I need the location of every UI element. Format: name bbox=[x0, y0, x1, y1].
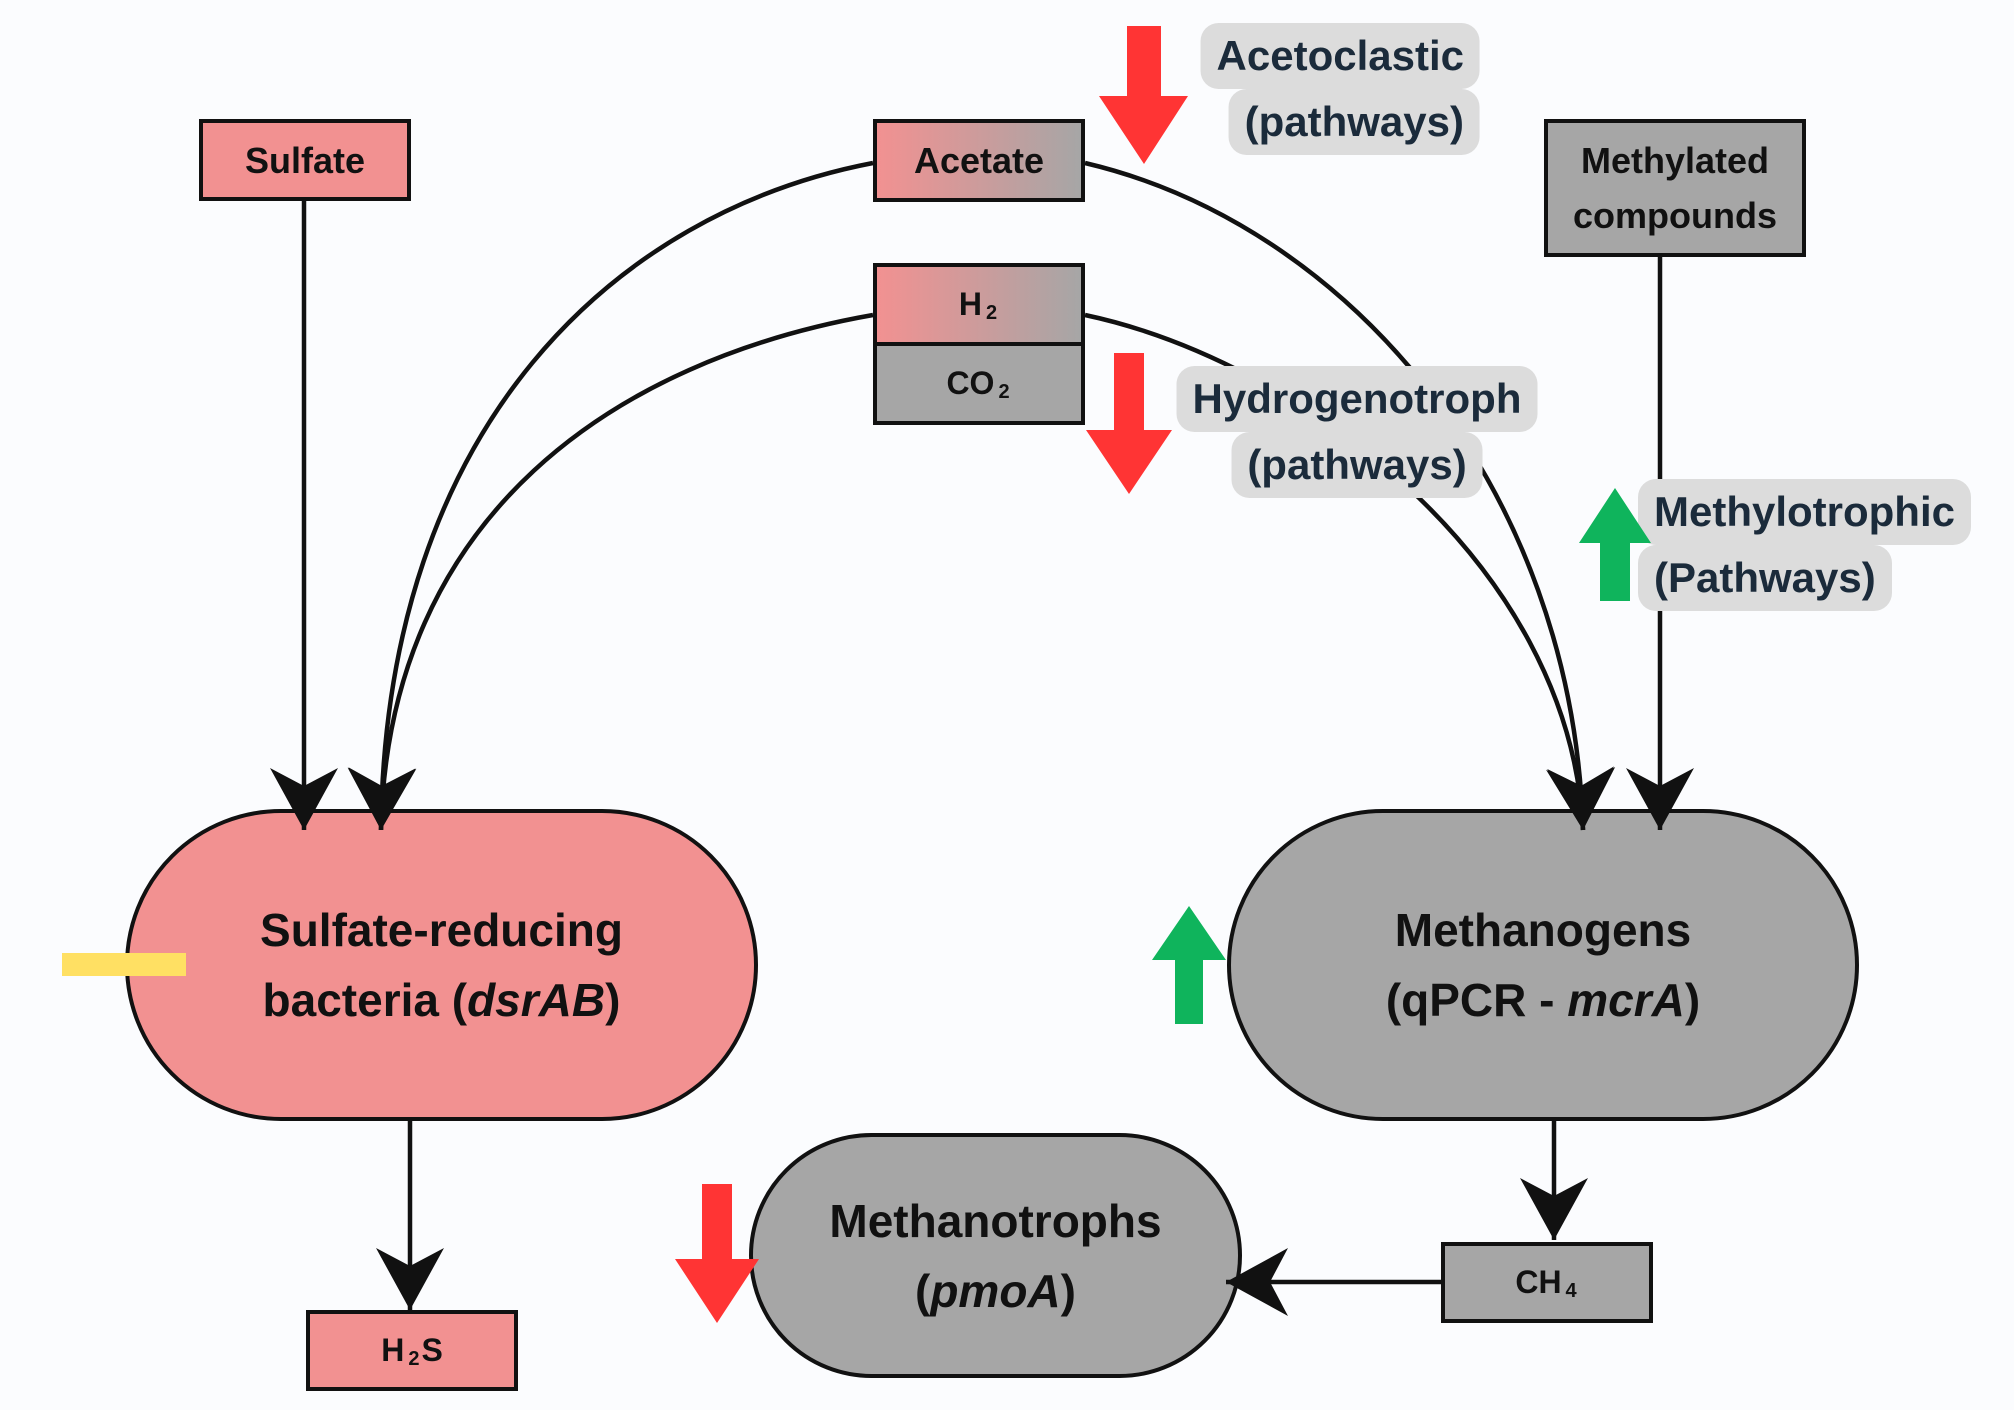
acetoclastic-line2: (pathways) bbox=[1228, 89, 1480, 155]
methanogens-gene: mcrA bbox=[1567, 974, 1685, 1026]
acetoclastic-pathway-label: Acetoclastic (pathways) bbox=[1200, 23, 1480, 155]
hydrogen-sulfide-label: H bbox=[381, 1332, 405, 1368]
sulfate-reducing-bacteria-node: Sulfate-reducing bacteria (dsrAB) bbox=[125, 809, 758, 1121]
acetoclastic-decrease-arrow-icon bbox=[1099, 26, 1188, 164]
methanotrophs-gene: pmoA bbox=[930, 1264, 1061, 1317]
srb-gene: dsrAB bbox=[467, 974, 606, 1026]
carbon-dioxide-label: CO bbox=[946, 365, 995, 401]
hydrogenotroph-line1: Hydrogenotroph bbox=[1176, 366, 1538, 432]
acetate-label: Acetate bbox=[913, 140, 1045, 181]
methanogens-line1: Methanogens bbox=[1394, 904, 1692, 956]
srb-line2-prefix: bacteria ( bbox=[262, 974, 468, 1026]
hydrogenotroph-pathway-label: Hydrogenotroph (pathways) bbox=[1176, 366, 1538, 498]
methanotrophs-line2: (pmoA) bbox=[915, 1256, 1076, 1326]
methanotrophs-decrease-arrow-icon bbox=[675, 1184, 759, 1323]
hydrogenotroph-line2: (pathways) bbox=[1231, 432, 1483, 498]
methylotrophic-pathway-label: Methylotrophic (Pathways) bbox=[1638, 479, 1971, 611]
methanotrophs-line1: Methanotrophs bbox=[829, 1194, 1162, 1247]
hydrogenotroph-decrease-arrow-icon bbox=[1086, 353, 1172, 494]
acetate-box: Acetate bbox=[873, 119, 1085, 202]
carbon-dioxide-subscript: 2 bbox=[998, 381, 1010, 403]
methanotrophs-node: Methanotrophs (pmoA) bbox=[749, 1133, 1242, 1378]
srb-line2: bacteria (dsrAB) bbox=[263, 965, 621, 1035]
methylated-compounds-line2: compounds bbox=[1573, 195, 1777, 236]
methanotrophs-line2-prefix: ( bbox=[915, 1264, 931, 1317]
methylated-compounds-box: Methylated compounds bbox=[1544, 119, 1806, 257]
methylotrophic-line1: Methylotrophic bbox=[1638, 479, 1971, 545]
sulfate-box: Sulfate bbox=[199, 119, 411, 201]
methane-subscript: 4 bbox=[1565, 1280, 1577, 1302]
acetoclastic-line1: Acetoclastic bbox=[1200, 23, 1480, 89]
hydrogen-to-srb-arrow bbox=[348, 312, 874, 831]
srb-line1: Sulfate-reducing bbox=[260, 904, 623, 956]
hydrogen-label: H bbox=[958, 286, 982, 322]
methanogens-increase-arrow-icon bbox=[1152, 906, 1226, 1024]
methylotrophic-line2: (Pathways) bbox=[1638, 545, 1892, 611]
methane-label: CH bbox=[1515, 1264, 1562, 1300]
hydrogen-subscript: 2 bbox=[985, 302, 998, 324]
methanogens-line2-prefix: (qPCR - bbox=[1385, 974, 1568, 1026]
methanotrophs-line2-suffix: ) bbox=[1060, 1264, 1076, 1317]
methanogens-line2: (qPCR - mcrA) bbox=[1386, 965, 1700, 1035]
srb-line2-suffix: ) bbox=[605, 974, 621, 1026]
hydrogen-sulfide-tail: S bbox=[421, 1332, 443, 1368]
methylated-compounds-line1: Methylated bbox=[1580, 140, 1770, 181]
methanogens-line2-suffix: ) bbox=[1684, 974, 1701, 1026]
acetate-to-srb-arrow bbox=[347, 160, 874, 831]
hydrogen-sulfide-subscript: 2 bbox=[408, 1348, 420, 1370]
methanogens-node: Methanogens (qPCR - mcrA) bbox=[1227, 809, 1859, 1121]
sulfate-label: Sulfate bbox=[244, 139, 366, 181]
